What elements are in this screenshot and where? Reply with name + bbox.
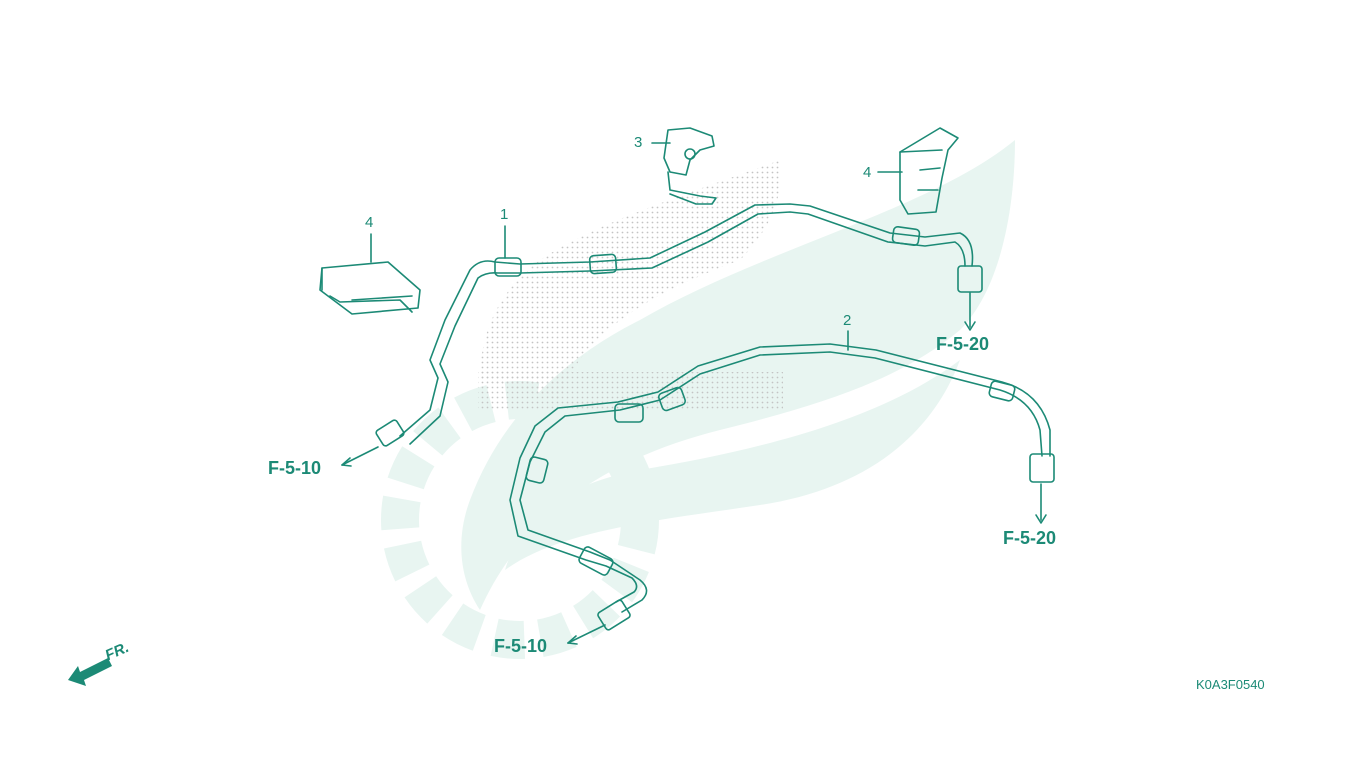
front-direction-arrow: [68, 658, 112, 686]
callout-4-right: 4: [863, 164, 872, 181]
callout-4-left: 4: [365, 214, 374, 231]
leader-lines: [370, 142, 903, 351]
diagram-code: K0A3F0540: [1196, 677, 1265, 692]
brake-pipe-2[interactable]: [509, 343, 1055, 631]
callout-3: 3: [634, 134, 643, 151]
reference-arrows: [341, 292, 1047, 645]
pipe-clip[interactable]: [663, 127, 717, 205]
reference-link-f-5-20-lower[interactable]: F-5-20: [1003, 528, 1057, 548]
pipe-clamp-left[interactable]: [319, 261, 421, 315]
watermark-dotted-wing: [480, 160, 781, 400]
pipe-clamp-right[interactable]: [899, 127, 959, 215]
callout-1: 1: [500, 206, 509, 223]
brake-pipe-1[interactable]: [375, 203, 983, 447]
watermark: [381, 140, 1015, 659]
reference-link-f-5-10-lower[interactable]: F-5-10: [494, 636, 548, 656]
reference-link-f-5-10-upper[interactable]: F-5-10: [268, 458, 322, 478]
watermark-wing-lower: [505, 360, 960, 570]
callout-2: 2: [843, 312, 852, 329]
reference-link-f-5-20-upper[interactable]: F-5-20: [936, 334, 990, 354]
